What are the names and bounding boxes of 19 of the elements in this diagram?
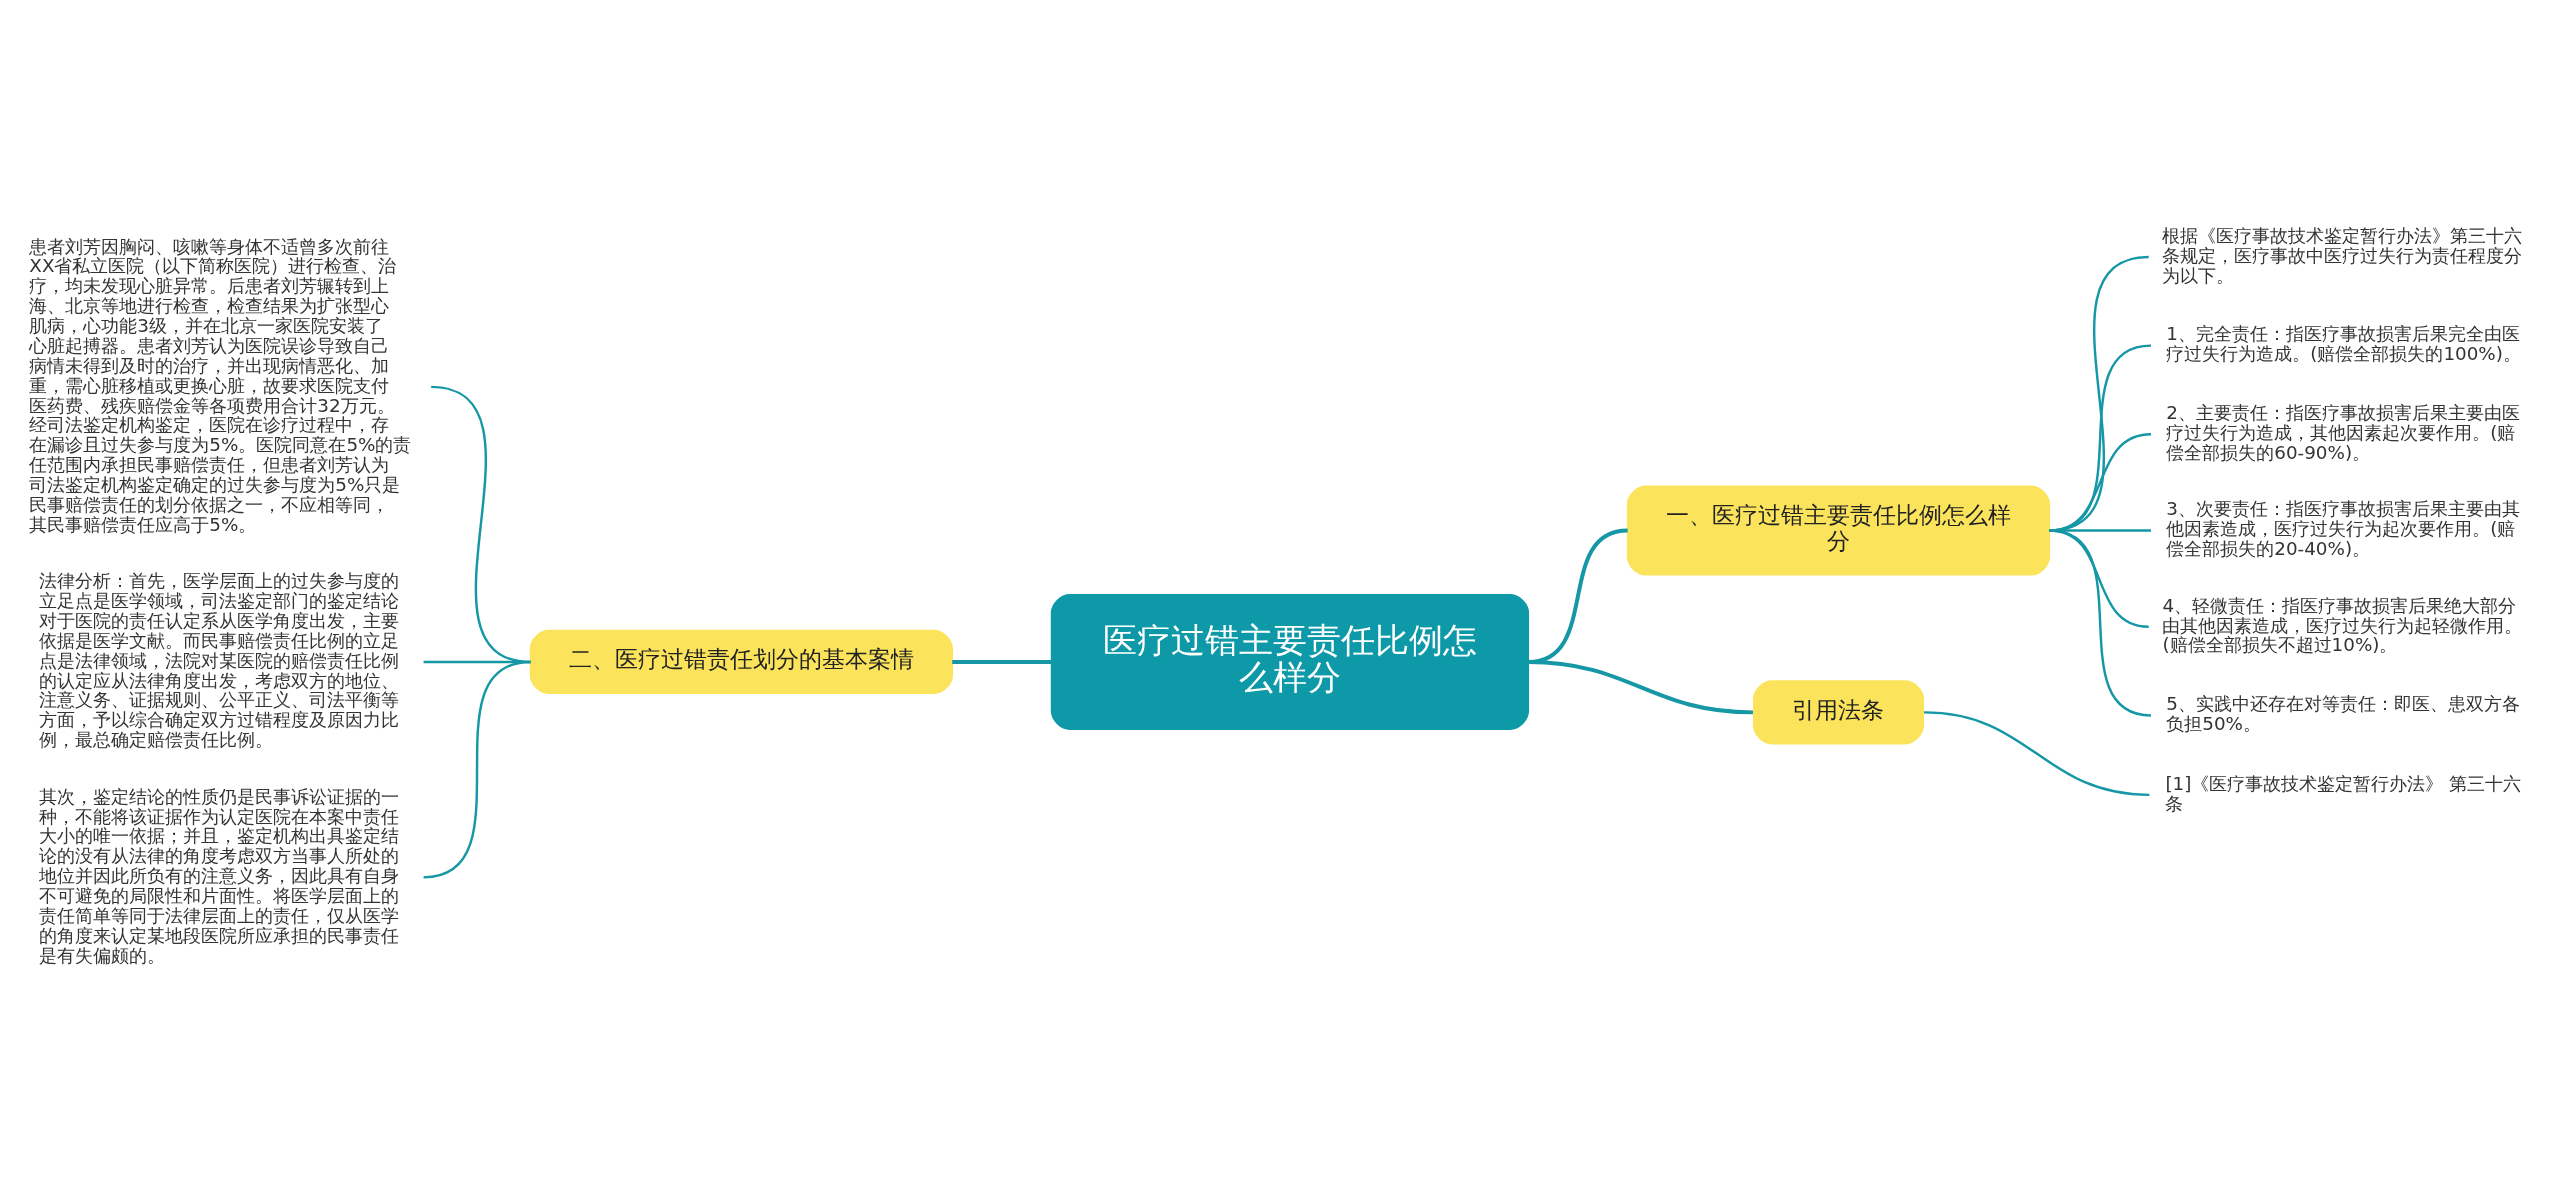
node-text: 3、次要责任：指医疗事故损害后果主要由其他因素造成，医疗过失行为起次要作用。(赔偿全部损失的20-40%)。 bbox=[2166, 497, 2520, 559]
node-text: 法律分析：首先，医学层面上的过失参与度的立足点是医学领域，司法鉴定部门的鉴定结论对于医院的责任认定系从医学角度出发，主要依据是医学文献。而民事赔偿责任比例的立足点是法律领域，法院对某医院的赔偿责任比例的认定应从法律角度出发，考虑双方的地位、注意义务、证据规则、公平正义、司法平衡等方面，予以综合确定双方过错程度及原因力比例，最总确定赔偿责任比例。 bbox=[39, 569, 400, 750]
node-text: 其次，鉴定结论的性质仍是民事诉讼证据的一种，不能将该证据作为认定医院在本案中责任大小的唯一依据；并且，鉴定机构出具鉴定结论的没有从法律的角度考虑双方当事人所处的地位并因此所负有的注意义务，因此具有自身不可避免的局限性和片面性。将医学层面上的责任简单等同于法律层面上的责任，仅从医学的角度来认定某地段医院所应承担的民事责任是有失偏颇的。 bbox=[39, 785, 400, 966]
node-box: 二、医疗过错责任划分的基本案情 bbox=[529, 629, 953, 694]
node-box: 医疗过错主要责任比例怎么样分 bbox=[1050, 593, 1530, 730]
connector bbox=[1528, 659, 1753, 714]
node-box: 引用法条 bbox=[1752, 679, 1925, 744]
connector bbox=[1923, 710, 2150, 796]
node-text: [1]《医疗事故技术鉴定暂行办法》 第三十六条 bbox=[2165, 772, 2522, 814]
node-text: 2、主要责任：指医疗事故损害后果主要由医疗过失行为造成，其他因素起次要作用。(赔偿全部损失的60-90%)。 bbox=[2166, 401, 2520, 463]
connector bbox=[2049, 528, 2152, 717]
connector bbox=[952, 659, 1052, 664]
node-text: 1、完全责任：指医疗事故损害后果完全由医疗过失行为造成。(赔偿全部损失的100%)。 bbox=[2166, 322, 2521, 364]
node-text: 根据《医疗事故技术鉴定暂行办法》第三十六条规定，医疗事故中医疗过失行为责任程度分为以下。 bbox=[2162, 224, 2523, 286]
connector bbox=[423, 660, 531, 879]
node-text: 患者刘芳因胸闷、咳嗽等身体不适曾多次前往XX省私立医院（以下简称医院）进行检查、治疗，均未发现心脏异常。后患者刘芳辗转到上海、北京等地进行检查，检查结果为扩张型心肌病，心功能3级，并在北京一家医院安装了心脏起搏器。患者刘芳认为医院误诊导致自己病情未得到及时的治疗，并出现病情恶化、加重，需心脏移植或更换心脏，故要求医院支付医药费、残疾赔偿金等各项费用合计32万元。经司法鉴定机构鉴定，医院在诊疗过程中，存在漏诊且过失参与度为5%。医院同意在5%的责任范围内承担民事赔偿责任，但患者刘芳认为司法鉴定机构鉴定确定的过失参与度为5%只是民事赔偿责任的划分依据之一，不应相等同，其民事赔偿责任应高于5%。 bbox=[29, 235, 412, 535]
node-text: 4、轻微责任：指医疗事故损害后果绝大部分由其他因素造成，医疗过失行为起轻微作用。(赔偿全部损失不超过10%)。 bbox=[2162, 594, 2523, 655]
node-text: 5、实践中还存在对等责任：即医、患双方各负担50%。 bbox=[2166, 692, 2520, 734]
node-box: 一、医疗过错主要责任比例怎么样分 bbox=[1626, 484, 2051, 576]
